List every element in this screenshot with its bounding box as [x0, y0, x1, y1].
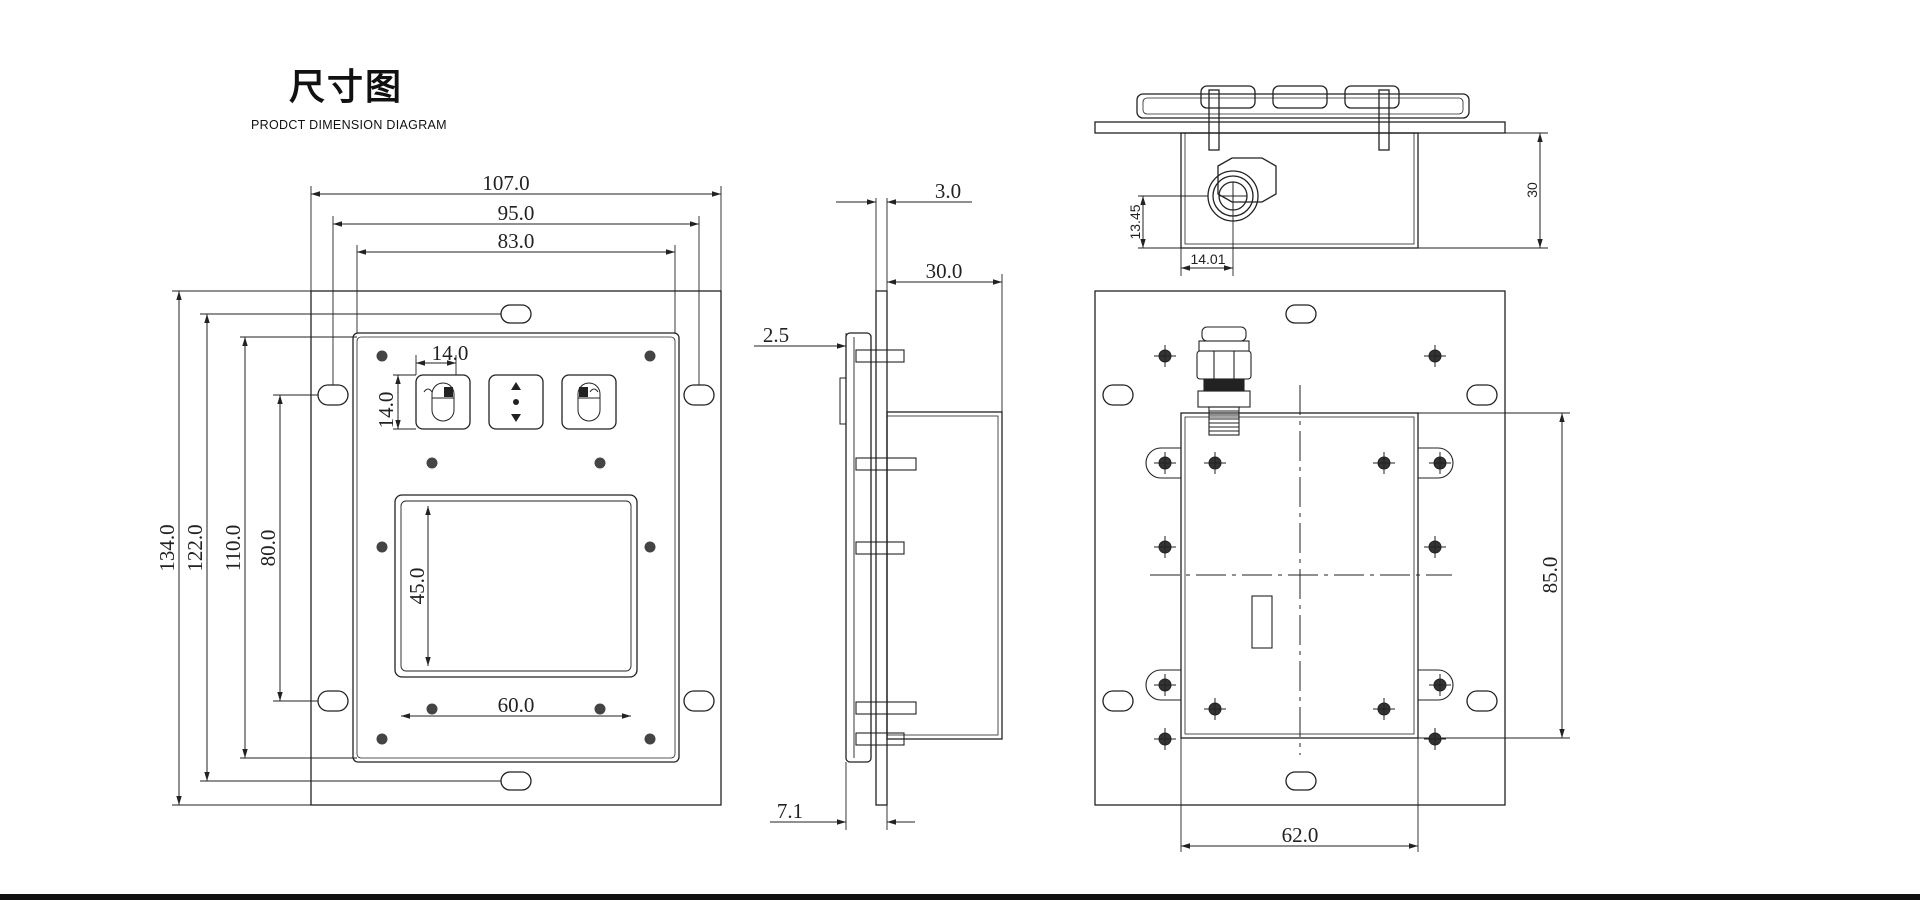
dim-panel-width: 83.0: [498, 229, 535, 253]
dim-button-height: 14.0: [374, 392, 398, 429]
bottom-bar: [0, 894, 1920, 900]
dim-housing-height: 85.0: [1538, 557, 1562, 594]
diagram-title-cn: 尺寸图: [289, 67, 404, 108]
dim-button-width: 14.0: [432, 341, 469, 365]
dim-touchpad-height: 45.0: [405, 568, 429, 605]
dim-top-height: 30: [1524, 182, 1540, 198]
cable-gland-rear: [1196, 326, 1252, 436]
dim-body-depth: 30.0: [926, 259, 963, 283]
front-panel: [352, 332, 680, 763]
side-plate: [875, 290, 888, 806]
dim-touchpad-width: 60.0: [498, 693, 535, 717]
side-view: [754, 198, 1003, 830]
touchpad-surface: [400, 500, 632, 672]
front-view: [172, 186, 722, 806]
dim-bezel: 2.5: [763, 323, 789, 347]
touchpad-frame: [394, 494, 638, 678]
rear-screws: [1154, 345, 1451, 750]
dim-plate-thickness: 3.0: [935, 179, 961, 203]
dim-overall-width: 107.0: [482, 171, 529, 195]
dim-front-protrusion: 7.1: [777, 799, 803, 823]
top-view: [1094, 85, 1548, 276]
screw-dots: [376, 350, 656, 745]
front-plate: [310, 290, 722, 806]
dim-panel-height: 110.0: [221, 525, 245, 571]
rear-view: [1094, 290, 1570, 852]
dim-side-hole-spacing: 80.0: [256, 530, 280, 567]
diagram-title-en: PRODCT DIMENSION DIAGRAM: [251, 118, 447, 132]
left-click-button: [415, 374, 471, 430]
dim-overall-height: 134.0: [155, 524, 179, 571]
dim-gland-offset: 14.01: [1190, 251, 1225, 267]
dim-gland-height: 13.45: [1127, 204, 1143, 239]
dim-hole-spacing-height: 122.0: [183, 524, 207, 571]
cable-gland-top: [1207, 157, 1277, 222]
dim-hole-spacing-width: 95.0: [498, 201, 535, 225]
top-flange: [1094, 121, 1506, 134]
rear-plate: [1094, 290, 1506, 806]
scroll-button: [488, 374, 544, 430]
side-body: [886, 411, 1003, 740]
right-click-button: [561, 374, 617, 430]
dim-housing-width: 62.0: [1282, 823, 1319, 847]
side-bezel: [845, 332, 872, 763]
